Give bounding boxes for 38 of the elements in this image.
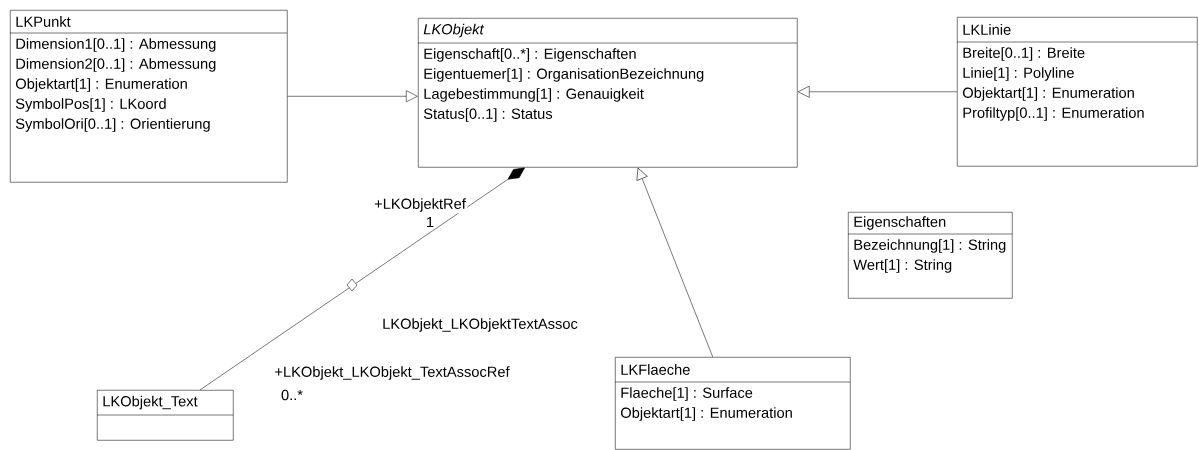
edge-label: LKObjekt_LKObjektTextAssoc — [383, 318, 578, 332]
attribute-text: Dimension2[0..1] : Abmessung — [16, 58, 216, 72]
attribute-text: Objektart[1] : Enumeration — [962, 87, 1134, 101]
attribute-text: Objektart[1] : Enumeration — [15, 78, 187, 92]
class-box — [96, 390, 234, 441]
role-label: 0..* — [281, 389, 303, 401]
class-name: LKObjekt — [423, 23, 485, 38]
attribute-text: Lagebestimmung[1] : Genauigkeit — [424, 88, 644, 102]
class-name: LKLinie — [963, 24, 1011, 35]
class-box — [9, 10, 288, 183]
association-line — [287, 90, 418, 103]
role-label: 1 — [427, 216, 434, 228]
class-box — [847, 212, 1013, 299]
class-name: LKFlaeche — [621, 364, 690, 375]
attribute-text: Wert[1] : String — [853, 259, 952, 273]
class-name: LKPunkt — [16, 16, 71, 27]
attribute-text: SymbolPos[1] : LKoord — [15, 98, 166, 112]
class-box — [417, 18, 798, 168]
role-label: +LKObjektRef — [374, 198, 466, 212]
attribute-text: Breite[0..1] : Breite — [963, 47, 1085, 61]
attribute-text: Status[0..1] : Status — [423, 108, 553, 122]
attribute-text: SymbolOri[0..1] : Orientierung — [15, 118, 210, 132]
class-box — [956, 17, 1198, 167]
attribute-text: Objektart[1] : Enumeration — [620, 407, 792, 421]
class-name: Eigenschaften — [854, 216, 946, 230]
attribute-text: Profiltyp[0..1] : Enumeration — [963, 107, 1144, 121]
attribute-text: Dimension1[0..1] : Abmessung — [16, 38, 216, 52]
attribute-text: Flaeche[1] : Surface — [621, 387, 753, 401]
class-name: LKObjekt_Text — [103, 395, 198, 410]
attribute-text: Linie[1] : Polyline — [963, 67, 1074, 81]
association-line — [797, 85, 958, 98]
association-line — [199, 167, 525, 391]
class-box — [614, 357, 851, 450]
role-label: +LKObjekt_LKObjekt_TextAssocRef — [275, 366, 510, 380]
attribute-text: Bezeichnung[1] : String — [854, 239, 1006, 253]
attribute-text: Eigentuemer[1] : OrganisationBezeichnung — [424, 68, 704, 82]
attribute-text: Eigenschaft[0..*] : Eigenschaften — [424, 48, 636, 62]
association-line — [636, 167, 714, 358]
